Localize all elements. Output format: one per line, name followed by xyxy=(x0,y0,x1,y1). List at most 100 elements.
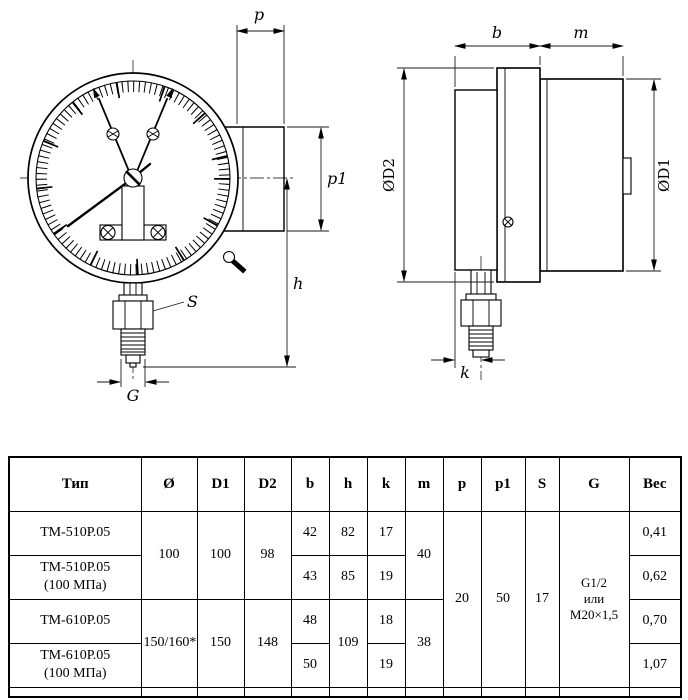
cell-k: 19 xyxy=(366,642,406,688)
col-header-m: m xyxy=(404,456,444,512)
hex-nut-front xyxy=(112,300,154,330)
front-view: p p1 h S xyxy=(20,5,347,405)
cell-k: 17 xyxy=(366,510,406,556)
cell-h: 109 xyxy=(328,598,368,688)
thread-side xyxy=(468,325,494,351)
technical-drawing: p p1 h S xyxy=(20,5,673,405)
dim-k: k xyxy=(431,272,505,382)
dim-label-m: m xyxy=(573,23,588,42)
case-back-boss xyxy=(622,157,632,195)
cell-g: G1/2 или M20×1,5 xyxy=(558,510,630,688)
setpoint-pointer-left xyxy=(92,87,133,178)
spacer-cell xyxy=(8,686,142,698)
dim-p: p xyxy=(236,5,285,124)
dim-label-b: b xyxy=(492,23,502,42)
cell-d2: 98 xyxy=(243,510,292,600)
col-header-p1: p1 xyxy=(480,456,526,512)
dim-d1: ØD1 xyxy=(626,78,673,272)
dimensions-table: Тип Ø D1 D2 b h k m p p1 S G Вес ТМ-510Р… xyxy=(8,456,682,698)
table-row-tm510: ТМ-510Р.05 100 100 98 42 82 17 40 20 50 … xyxy=(8,510,682,688)
spacer-cell xyxy=(480,686,526,698)
cell-h: 85 xyxy=(328,554,368,600)
cell-b: 42 xyxy=(290,510,330,556)
spacer-cell xyxy=(524,686,560,698)
dim-d2: ØD2 xyxy=(380,67,494,283)
front-flange xyxy=(454,89,498,271)
dim-b: b xyxy=(454,23,541,87)
table-row-tm610-100mpa: ТМ-610Р.05 (100 МПа) 50 19 1,07 xyxy=(8,642,682,688)
needle-hub xyxy=(123,168,143,188)
cell-dia: 150/160* xyxy=(140,598,198,688)
thread-front xyxy=(120,328,146,356)
cell-k: 18 xyxy=(366,598,406,644)
spacer-cell xyxy=(442,686,482,698)
cell-type: ТМ-610Р.05 xyxy=(8,598,142,644)
cell-weight: 1,07 xyxy=(628,642,682,688)
hex-nut-side xyxy=(460,299,502,327)
cell-p1: 50 xyxy=(480,510,526,688)
spacer-cell xyxy=(140,686,198,698)
col-header-dia: Ø xyxy=(140,456,198,512)
side-view: b m ØD2 ØD1 xyxy=(380,23,673,382)
dim-label-p: p xyxy=(254,5,264,24)
cell-b: 48 xyxy=(290,598,330,644)
dim-p1: p1 xyxy=(287,126,347,232)
cell-weight: 0,62 xyxy=(628,554,682,600)
col-header-b: b xyxy=(290,456,330,512)
bezel-ring xyxy=(496,67,541,283)
connection-stem-side xyxy=(460,256,502,380)
spacer-cell xyxy=(628,686,682,698)
cell-weight: 0,70 xyxy=(628,598,682,644)
col-header-k: k xyxy=(366,456,406,512)
dim-label-d2: ØD2 xyxy=(380,158,398,192)
cell-m: 38 xyxy=(404,598,444,688)
bracket-screw-left xyxy=(100,224,116,241)
pointer-bracket xyxy=(99,185,167,241)
dial-major-ticks xyxy=(36,81,230,275)
col-header-s: S xyxy=(524,456,560,512)
setpoint-pointer-right xyxy=(133,87,174,178)
col-header-d2: D2 xyxy=(243,456,292,512)
cell-d1: 100 xyxy=(196,510,245,600)
cell-weight: 0,41 xyxy=(628,510,682,556)
cell-m: 40 xyxy=(404,510,444,600)
dim-label-h: h xyxy=(293,274,303,293)
cell-type: ТМ-610Р.05 (100 МПа) xyxy=(8,642,142,688)
dim-label-d1: ØD1 xyxy=(655,158,673,192)
spacer-cell xyxy=(404,686,444,698)
col-header-weight: Вес xyxy=(628,456,682,512)
cell-b: 43 xyxy=(290,554,330,600)
spacer-cell xyxy=(328,686,368,698)
cell-type: ТМ-510Р.05 (100 МПа) xyxy=(8,554,142,600)
dim-label-k: k xyxy=(460,363,470,382)
dim-s: S xyxy=(152,292,198,312)
col-header-p: p xyxy=(442,456,482,512)
spacer-cell xyxy=(243,686,292,698)
col-header-d1: D1 xyxy=(196,456,245,512)
spacer-cell xyxy=(196,686,245,698)
cell-d1: 150 xyxy=(196,598,245,688)
cell-p: 20 xyxy=(442,510,482,688)
spacer-cell xyxy=(366,686,406,698)
table-row-tm510-100mpa: ТМ-510Р.05 (100 МПа) 43 85 19 0,62 xyxy=(8,554,682,600)
dim-g: G xyxy=(97,359,169,405)
col-header-h: h xyxy=(328,456,368,512)
case-profile xyxy=(454,67,632,283)
cell-k: 19 xyxy=(366,554,406,600)
dim-label-g: G xyxy=(127,386,140,405)
bracket-screw-right xyxy=(150,224,166,241)
header-row: Тип Ø D1 D2 b h k m p p1 S G Вес xyxy=(8,456,682,512)
table-spacer-row xyxy=(8,686,682,698)
col-header-type: Тип xyxy=(8,456,142,512)
dim-m: m xyxy=(539,23,624,76)
spacer-cell xyxy=(290,686,330,698)
cell-h: 82 xyxy=(328,510,368,556)
dim-h: h xyxy=(143,178,303,368)
cell-dia: 100 xyxy=(140,510,198,600)
dim-label-s: S xyxy=(187,292,198,311)
col-header-g: G xyxy=(558,456,630,512)
case-screw xyxy=(502,216,514,228)
cell-type: ТМ-510Р.05 xyxy=(8,510,142,556)
cell-s: 17 xyxy=(524,510,560,688)
